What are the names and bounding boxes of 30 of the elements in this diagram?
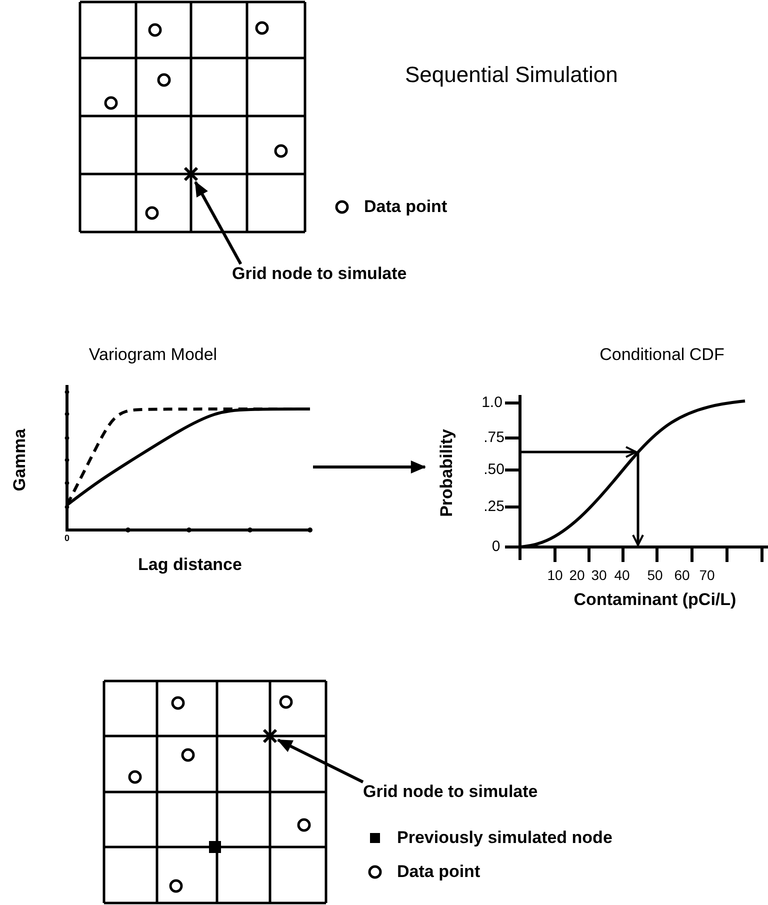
- callout-label: Grid node to simulate: [363, 782, 538, 802]
- arrow: [313, 460, 426, 474]
- axis-title: Lag distance: [138, 555, 242, 575]
- tick-label: 1.0: [482, 393, 502, 413]
- tick-label: 60: [674, 566, 690, 585]
- legend-label: Previously simulated node: [397, 828, 612, 848]
- tick-label: .75: [484, 428, 504, 448]
- tick-label: 20: [569, 566, 585, 585]
- tick-label: 40: [614, 566, 630, 585]
- tick-label: .25: [484, 497, 504, 517]
- chart-title: Conditional CDF: [600, 345, 724, 365]
- tick-label: 10: [547, 566, 563, 585]
- cross-marker: [262, 728, 278, 744]
- tick-label: 50: [647, 566, 663, 585]
- tick-label: 70: [699, 566, 715, 585]
- axis-title: Contaminant (pCi/L): [574, 590, 736, 610]
- tick-label: 30: [591, 566, 607, 585]
- legend-label: Data point: [397, 862, 480, 882]
- chart-title: Variogram Model: [88, 345, 218, 365]
- diagram-title: Sequential Simulation: [405, 62, 618, 88]
- leader-line: [277, 738, 364, 784]
- cross-marker: [183, 166, 199, 182]
- axis-title: Gamma: [10, 428, 30, 492]
- callout-label: Grid node to simulate: [232, 264, 407, 284]
- tick-label: 0: [64, 532, 70, 545]
- axis-title: Probability: [437, 429, 457, 517]
- leader-line: [194, 181, 242, 265]
- tick-label: 0: [492, 537, 500, 557]
- tick-label: .50: [484, 460, 504, 480]
- legend-label: Data point: [364, 197, 448, 217]
